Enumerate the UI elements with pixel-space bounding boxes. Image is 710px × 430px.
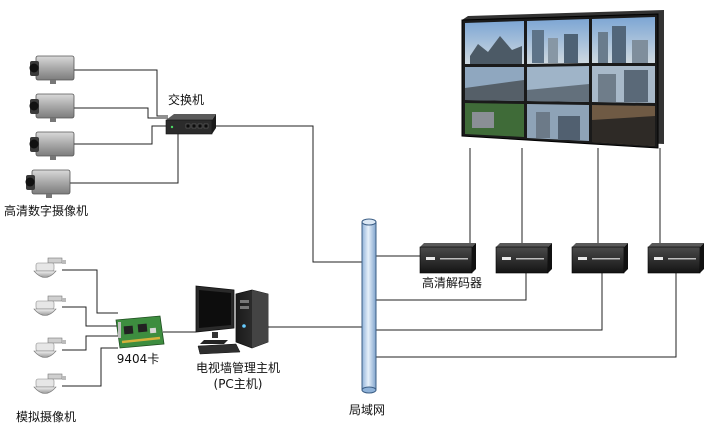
hd-cameras-label: 高清数字摄像机 bbox=[3, 204, 89, 218]
line-lan-dec-2 bbox=[374, 273, 527, 301]
line-analog-1 bbox=[62, 269, 118, 314]
network-switch-icon bbox=[165, 114, 216, 135]
analog-camera-4 bbox=[33, 373, 66, 394]
lan-label: 局域网 bbox=[348, 403, 386, 417]
hd-camera-4 bbox=[25, 169, 71, 198]
line-switch-lan bbox=[213, 125, 364, 263]
line-hd-cam-3 bbox=[70, 125, 168, 145]
line-analog-2 bbox=[62, 306, 118, 327]
wall-screen-7 bbox=[465, 103, 524, 137]
decoder-1 bbox=[419, 243, 476, 274]
line-hd-cam-4 bbox=[70, 134, 179, 184]
analog-camera-3 bbox=[33, 337, 66, 358]
analog-camera-2 bbox=[33, 295, 66, 316]
decoders-label: 高清解码器 bbox=[421, 276, 483, 290]
line-analog-3 bbox=[62, 335, 118, 351]
line-hd-cam-2 bbox=[70, 107, 168, 119]
capture-card-icon bbox=[115, 315, 165, 349]
decoder-4 bbox=[647, 243, 704, 274]
line-lan-dec-4 bbox=[374, 273, 677, 358]
line-lan-dec-3 bbox=[374, 273, 603, 331]
pc-label-line1: 电视墙管理主机 bbox=[195, 361, 281, 375]
pc-host-icon bbox=[195, 285, 269, 355]
switch-label: 交换机 bbox=[167, 93, 205, 107]
decoder-3 bbox=[571, 243, 628, 274]
hd-camera-3 bbox=[29, 131, 75, 160]
video-wall bbox=[461, 10, 664, 149]
pc-label-line2: (PC主机) bbox=[213, 377, 263, 391]
line-analog-4 bbox=[62, 347, 118, 387]
hd-camera-2 bbox=[29, 93, 75, 122]
connection-lines bbox=[62, 69, 677, 387]
card-label: 9404卡 bbox=[116, 352, 160, 366]
decoder-2 bbox=[495, 243, 552, 274]
lan-backbone bbox=[361, 218, 377, 394]
hd-camera-1 bbox=[29, 55, 75, 84]
line-hd-cam-1 bbox=[74, 69, 168, 117]
analog-camera-1 bbox=[33, 257, 66, 278]
analog-cameras-label: 模拟摄像机 bbox=[15, 410, 77, 424]
